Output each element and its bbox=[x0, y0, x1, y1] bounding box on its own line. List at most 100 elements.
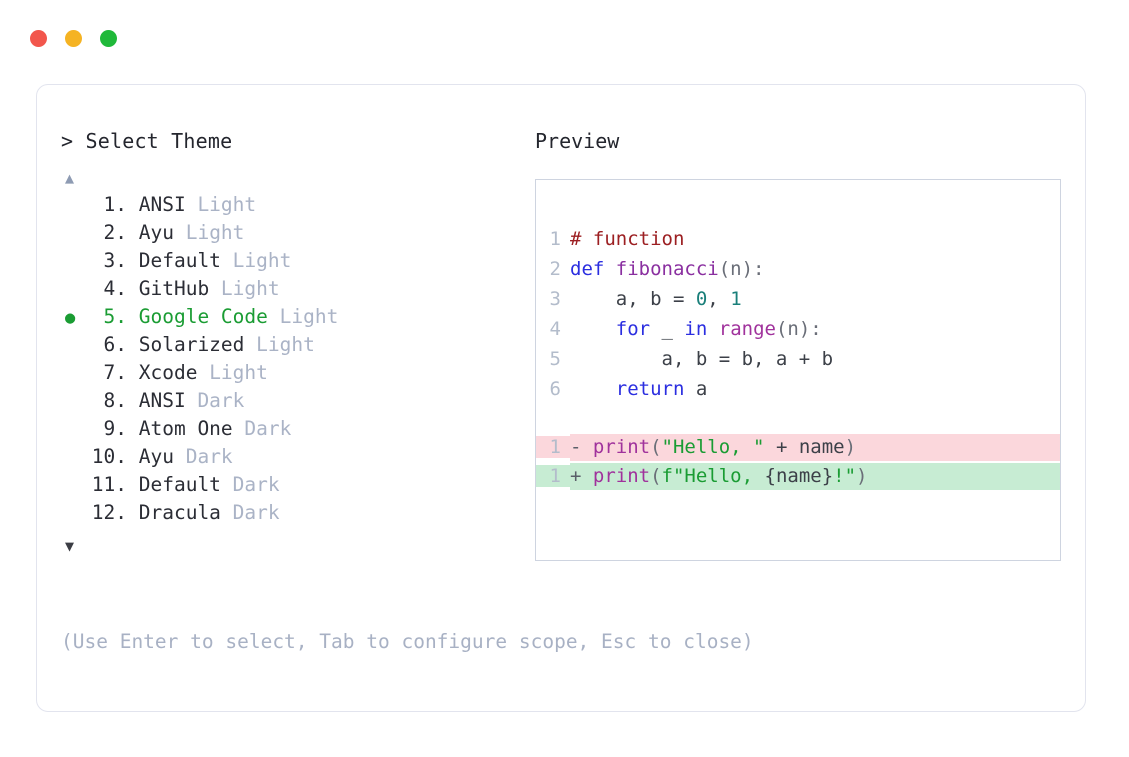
theme-list-item[interactable]: 4. GitHub Light bbox=[61, 277, 531, 305]
code-token bbox=[570, 318, 616, 340]
theme-list-item[interactable]: 3. Default Light bbox=[61, 249, 531, 277]
code-line-text: a, b = 0, 1 bbox=[570, 288, 1060, 310]
code-token: in bbox=[684, 318, 708, 340]
theme-list-item[interactable]: 9. Atom One Dark bbox=[61, 417, 531, 445]
theme-item-number: 8. bbox=[103, 389, 127, 412]
theme-item-name: Dracula bbox=[127, 501, 221, 524]
theme-item-number: 11. bbox=[91, 473, 127, 496]
line-number: 6 bbox=[549, 378, 561, 400]
theme-item-number: 4. bbox=[103, 277, 127, 300]
code-token: (n): bbox=[718, 258, 765, 280]
close-window-button[interactable] bbox=[30, 30, 47, 47]
theme-list-item[interactable]: 6. Solarized Light bbox=[61, 333, 531, 361]
code-token: a, b = bbox=[570, 288, 696, 310]
code-token: ( bbox=[650, 436, 662, 458]
line-number: 3 bbox=[549, 288, 561, 310]
code-token: - bbox=[570, 436, 593, 458]
code-token: a, b = b, a + b bbox=[570, 348, 834, 370]
theme-item-name: Ayu bbox=[127, 221, 174, 244]
window-controls[interactable] bbox=[30, 30, 117, 47]
theme-item-name: Default bbox=[127, 249, 221, 272]
line-number: 1 bbox=[536, 465, 570, 487]
code-line-text: def fibonacci(n): bbox=[570, 258, 1060, 280]
theme-item-number: 2. bbox=[103, 221, 127, 244]
code-token: print bbox=[592, 436, 651, 458]
theme-item-number: 7. bbox=[103, 361, 127, 384]
code-token: f"Hello, bbox=[661, 465, 765, 487]
code-line-text: for _ in range(n): bbox=[570, 318, 1060, 340]
code-token: "Hello, " bbox=[661, 436, 765, 458]
theme-item-variant: Dark bbox=[185, 389, 245, 412]
code-token: (n): bbox=[775, 318, 822, 340]
theme-item-variant: Dark bbox=[232, 417, 292, 440]
code-token: {name} bbox=[764, 465, 834, 487]
selected-bullet-icon: ● bbox=[65, 308, 76, 328]
theme-item-name: Xcode bbox=[127, 361, 198, 384]
code-line: 5 a, b = b, a + b bbox=[536, 348, 1060, 378]
code-line-text: a, b = b, a + b bbox=[570, 348, 1060, 370]
code-token: for bbox=[615, 318, 651, 340]
line-number: 2 bbox=[549, 258, 561, 280]
code-line: 4 for _ in range(n): bbox=[536, 318, 1060, 348]
code-token bbox=[570, 378, 616, 400]
theme-item-variant: Light bbox=[220, 249, 292, 272]
code-token: def bbox=[570, 258, 616, 280]
theme-item-number: 6. bbox=[103, 333, 127, 356]
theme-item-name: ANSI bbox=[127, 389, 186, 412]
code-token: ( bbox=[650, 465, 662, 487]
preview-panel: Preview 1 # function 2 def fibonacci(n): 3 a… bbox=[535, 129, 1065, 561]
maximize-window-button[interactable] bbox=[100, 30, 117, 47]
line-number: 5 bbox=[549, 348, 561, 370]
minimize-window-button[interactable] bbox=[65, 30, 82, 47]
code-token: _ bbox=[650, 318, 685, 340]
theme-list-item[interactable]: 7. Xcode Light bbox=[61, 361, 531, 389]
scroll-down-icon[interactable]: ▼ bbox=[65, 537, 75, 555]
preview-label: Preview bbox=[535, 129, 620, 153]
theme-item-name: GitHub bbox=[127, 277, 210, 300]
code-line-text: # function bbox=[570, 228, 1060, 250]
theme-item-variant: Light bbox=[185, 193, 257, 216]
theme-item-variant: Dark bbox=[220, 501, 280, 524]
theme-list-item[interactable]: 8. ANSI Dark bbox=[61, 389, 531, 417]
code-token: ) bbox=[844, 436, 857, 458]
code-token bbox=[707, 318, 718, 340]
theme-item-number: 9. bbox=[103, 417, 127, 440]
code-spacer bbox=[536, 408, 1060, 434]
theme-item-variant: Light bbox=[197, 361, 268, 384]
keyboard-hint: (Use Enter to select, Tab to configure s… bbox=[61, 630, 754, 653]
theme-list-item[interactable]: ● 5. Google Code Light bbox=[61, 305, 531, 333]
theme-item-number: 3. bbox=[103, 249, 127, 272]
theme-item-variant: Light bbox=[209, 277, 280, 300]
code-token: a bbox=[684, 378, 708, 400]
code-token: # function bbox=[570, 228, 685, 250]
theme-list-item[interactable]: 2. Ayu Light bbox=[61, 221, 531, 249]
theme-list-item[interactable]: 1. ANSI Light bbox=[61, 193, 531, 221]
code-line: 3 a, b = 0, 1 bbox=[536, 288, 1060, 318]
code-line-text: + print(f"Hello, {name}!") bbox=[570, 463, 1060, 490]
theme-item-variant: Dark bbox=[173, 445, 233, 468]
code-block: 1 # function 2 def fibonacci(n): 3 a, b = 0,… bbox=[536, 228, 1060, 492]
theme-item-number: 12. bbox=[91, 501, 127, 524]
theme-item-number: 5. bbox=[103, 305, 127, 328]
line-number: 1 bbox=[536, 436, 570, 458]
code-token: print bbox=[592, 465, 651, 487]
theme-list-item[interactable]: 12. Dracula Dark bbox=[61, 501, 531, 529]
line-number: 1 bbox=[549, 228, 561, 250]
code-line: 1 # function bbox=[536, 228, 1060, 258]
theme-item-name: Solarized bbox=[127, 333, 245, 356]
code-diff-line: 1+ print(f"Hello, {name}!") bbox=[536, 463, 1060, 492]
theme-list-item[interactable]: 10. Ayu Dark bbox=[61, 445, 531, 473]
scroll-up-icon[interactable]: ▲ bbox=[65, 169, 75, 187]
code-token: , bbox=[707, 288, 731, 310]
theme-item-variant: Light bbox=[267, 305, 339, 328]
code-line-text: - print("Hello, " + name) bbox=[570, 434, 1060, 461]
theme-item-number: 10. bbox=[91, 445, 127, 468]
theme-list-item[interactable]: 11. Default Dark bbox=[61, 473, 531, 501]
theme-item-name: Ayu bbox=[127, 445, 174, 468]
code-preview-box: 1 # function 2 def fibonacci(n): 3 a, b = 0,… bbox=[535, 179, 1061, 561]
theme-item-name: Google Code bbox=[127, 305, 268, 328]
code-line-text: return a bbox=[570, 378, 1060, 400]
code-token: !" bbox=[833, 465, 857, 487]
